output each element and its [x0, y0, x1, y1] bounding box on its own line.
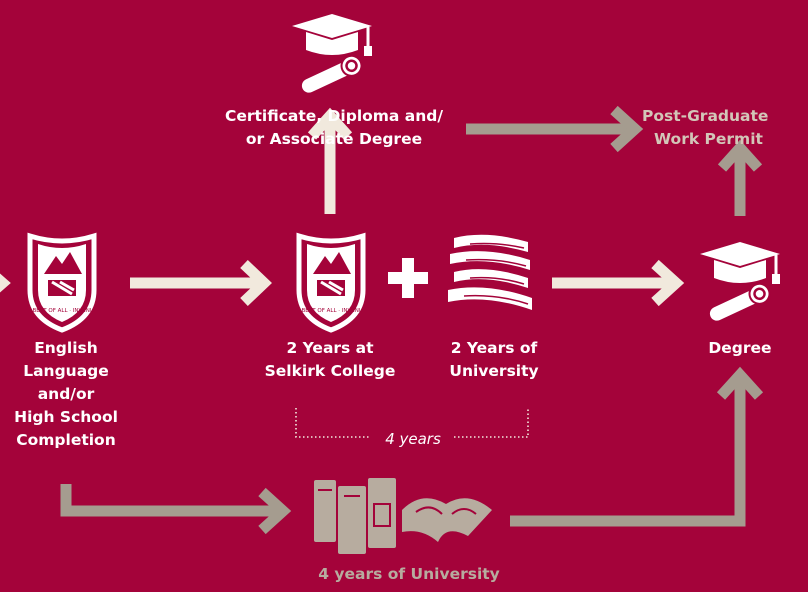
selkirk-label: 2 Years at Selkirk College: [262, 337, 398, 383]
arrow-university-to-degree: [552, 259, 685, 307]
degree-line: Degree: [708, 339, 772, 357]
arrow-english-to-university4: [60, 484, 292, 535]
arrow-credential-to-postgrad: [466, 105, 644, 153]
university2-label: 2 Years of University: [426, 337, 562, 383]
arrow-university4-to-degree: [510, 366, 764, 527]
selkirk-line-2: Selkirk College: [264, 362, 396, 380]
four-years-label: 4 years: [385, 430, 441, 448]
arrow-selkirk-to-credential: [307, 107, 353, 214]
credential-label: Certificate, Diploma and/ or Associate D…: [206, 105, 462, 151]
plus-icon: [388, 258, 428, 298]
selkirk-line-1: 2 Years at: [286, 339, 374, 357]
english-line-2: Language: [23, 362, 109, 380]
open-book-icon: [314, 478, 492, 554]
graduation-cap-diploma-icon: [292, 14, 372, 93]
english-line-5: Completion: [16, 431, 116, 449]
arrow-into-english: [0, 273, 11, 293]
graduation-cap-diploma-icon: [700, 242, 780, 321]
english-label: English Language and/or High School Comp…: [0, 337, 132, 452]
degree-label: Degree: [690, 337, 790, 360]
english-line-3: and/or: [37, 385, 95, 403]
english-line-1: English: [34, 339, 98, 357]
arrow-english-to-selkirk: [130, 260, 272, 306]
arrow-degree-to-postgrad: [717, 139, 763, 216]
credential-line-2: or Associate Degree: [245, 130, 423, 148]
university4-label: 4 years of University: [296, 563, 522, 586]
english-line-4: High School: [14, 408, 118, 426]
university2-line-2: University: [449, 362, 539, 380]
post-grad-line-1: Post-Graduate: [642, 107, 769, 125]
crest-motto: BEST OF ALL · INVENI: [302, 308, 361, 314]
credential-line-1: Certificate, Diploma and/: [224, 107, 444, 125]
college-crest-icon: BEST OF ALL · INVENI: [27, 232, 97, 333]
four-years-bracket: [295, 408, 529, 438]
book-stack-icon: [448, 234, 532, 310]
crest-motto: BEST OF ALL · INVENI: [33, 308, 92, 314]
university2-line-1: 2 Years of: [450, 339, 538, 357]
university4-line: 4 years of University: [318, 565, 500, 583]
post-grad-label: Post-Graduate Work Permit: [638, 105, 808, 151]
post-grad-line-2: Work Permit: [654, 130, 763, 148]
college-crest-icon: BEST OF ALL · INVENI: [296, 232, 366, 333]
